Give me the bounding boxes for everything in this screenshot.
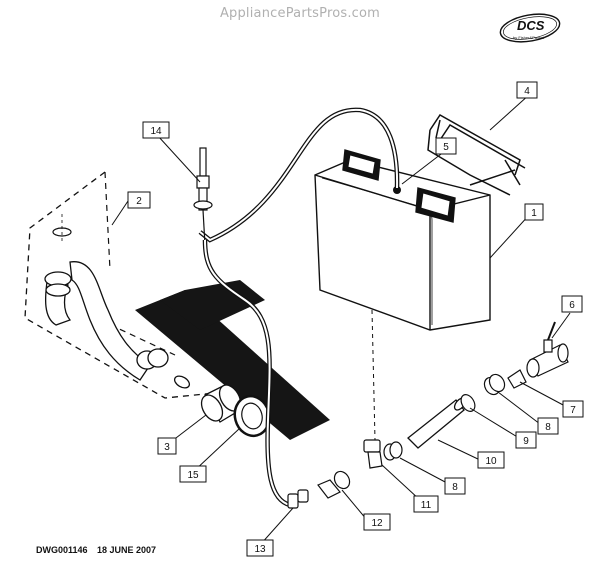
callout-4-label: 4 <box>524 86 530 97</box>
callout-12: 12 <box>363 513 391 531</box>
callout-8b: 8 <box>444 477 466 495</box>
watermark: AppliancePartsPros.com <box>219 6 381 21</box>
drawing-date: 18 JUNE 2007 <box>97 545 157 555</box>
callout-1-label: 1 <box>531 208 537 219</box>
drawing-id: DWG001146 <box>36 545 88 555</box>
callout-8a-label: 8 <box>545 422 551 433</box>
dashed-group-outline <box>24 171 226 399</box>
callout-4: 4 <box>516 81 538 99</box>
callout-3: 3 <box>157 437 177 455</box>
drain-tube <box>407 397 467 449</box>
callout-15-label: 15 <box>187 470 199 481</box>
coupling <box>200 384 242 423</box>
callout-9-label: 9 <box>523 436 529 447</box>
callout-6-label: 6 <box>569 300 575 311</box>
callout-15: 15 <box>179 465 207 483</box>
level-probe <box>193 147 213 246</box>
hose-fittings <box>287 470 351 509</box>
callout-7: 7 <box>562 400 584 418</box>
clamps <box>460 369 527 412</box>
callout-11: 11 <box>413 495 439 513</box>
callout-5-label: 5 <box>443 142 449 153</box>
callout-13-label: 13 <box>254 544 266 555</box>
dashed-group-line <box>104 171 111 271</box>
callout-12-label: 12 <box>371 518 383 529</box>
callout-8a: 8 <box>537 417 559 435</box>
center-line <box>371 309 376 441</box>
callout-5: 5 <box>435 137 457 155</box>
water-tank <box>314 149 491 331</box>
callout-2-label: 2 <box>136 196 142 207</box>
callout-7-label: 7 <box>570 405 576 416</box>
callout-2: 2 <box>127 191 151 209</box>
drain-valve <box>526 321 569 378</box>
callout-3-label: 3 <box>164 442 170 453</box>
logo-text: DCS <box>517 18 545 33</box>
callout-11-label: 11 <box>421 500 432 511</box>
brand-logo: DCS by Fisher&Paykel <box>499 13 561 43</box>
callout-14: 14 <box>142 121 170 139</box>
drain-fitting <box>363 439 403 469</box>
wire-bracket <box>427 114 526 196</box>
drain-hose-assembly <box>44 261 191 389</box>
callout-6: 6 <box>561 295 583 313</box>
callout-9: 9 <box>515 431 537 449</box>
leader-lines <box>111 93 571 546</box>
callout-1: 1 <box>524 203 544 221</box>
callout-13: 13 <box>246 539 274 557</box>
callout-10-label: 10 <box>485 456 497 467</box>
floor-shadow-upper <box>160 280 265 330</box>
callout-10: 10 <box>477 451 505 469</box>
floor-shadow <box>135 290 330 440</box>
logo-subtext: by Fisher&Paykel <box>513 35 544 40</box>
callout-8b-label: 8 <box>452 482 458 493</box>
grommet <box>233 394 271 438</box>
callout-14-label: 14 <box>150 126 162 137</box>
